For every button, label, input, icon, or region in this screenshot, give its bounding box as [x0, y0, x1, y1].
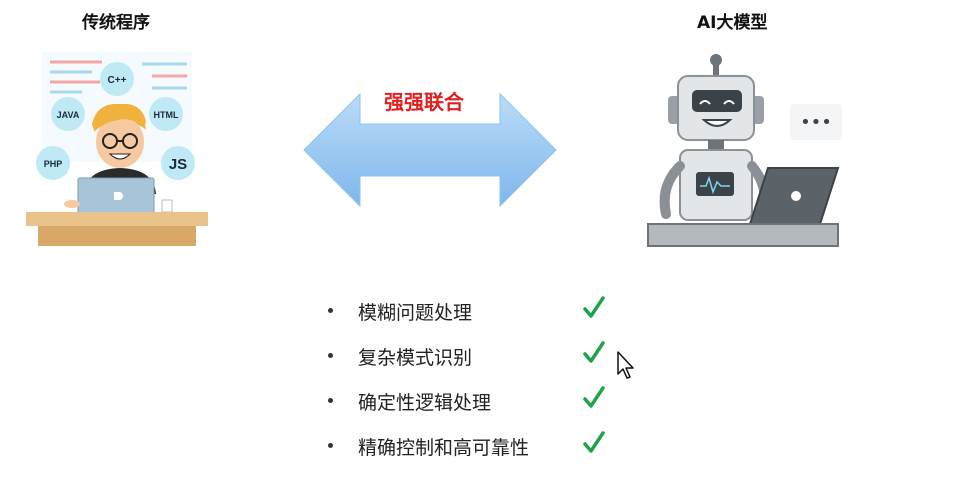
feature-item: 复杂模式识别 — [322, 338, 622, 383]
checkmark-icon — [582, 430, 606, 456]
ai-model-title: AI大模型 — [697, 8, 767, 33]
thinking-dots-icon: ••• — [790, 104, 842, 140]
feature-text: 模糊问题处理 — [358, 298, 472, 325]
php-bubble: PHP — [36, 146, 70, 180]
laptop-icon — [78, 178, 154, 214]
checkmark-icon — [582, 340, 606, 366]
feature-item: 确定性逻辑处理 — [322, 383, 622, 428]
html-bubble: HTML — [149, 97, 183, 131]
robot-desk-icon — [648, 224, 838, 246]
svg-text:PHP: PHP — [44, 159, 63, 169]
svg-text:JS: JS — [169, 156, 187, 173]
svg-text:•••: ••• — [800, 112, 832, 133]
feature-list: 模糊问题处理 复杂模式识别 确定性逻辑处理 精确控制和高可靠性 — [322, 293, 622, 473]
feature-item: 精确控制和高可靠性 — [322, 428, 622, 473]
robot-icon — [665, 54, 765, 220]
cup-icon — [162, 200, 172, 212]
js-bubble: JS — [161, 146, 195, 180]
cpp-bubble: C++ — [100, 62, 134, 96]
svg-text:HTML: HTML — [154, 110, 179, 120]
feature-text: 确定性逻辑处理 — [358, 388, 491, 415]
bullet-icon — [328, 443, 333, 448]
svg-text:C++: C++ — [108, 75, 127, 86]
traditional-program-title: 传统程序 — [82, 8, 150, 33]
bullet-icon — [328, 398, 333, 403]
checkmark-icon — [582, 385, 606, 411]
programmer-illustration: C++ JAVA HTML PHP JS — [22, 44, 212, 249]
feature-text: 精确控制和高可靠性 — [358, 433, 529, 460]
connector-label: 强强联合 — [384, 86, 464, 115]
robot-illustration: ••• — [640, 46, 850, 251]
bullet-icon — [328, 308, 333, 313]
bullet-icon — [328, 353, 333, 358]
java-bubble: JAVA — [51, 97, 85, 131]
mouse-cursor-icon — [616, 350, 636, 380]
svg-text:JAVA: JAVA — [57, 110, 80, 120]
checkmark-icon — [582, 295, 606, 321]
feature-text: 复杂模式识别 — [358, 343, 472, 370]
feature-item: 模糊问题处理 — [322, 293, 622, 338]
